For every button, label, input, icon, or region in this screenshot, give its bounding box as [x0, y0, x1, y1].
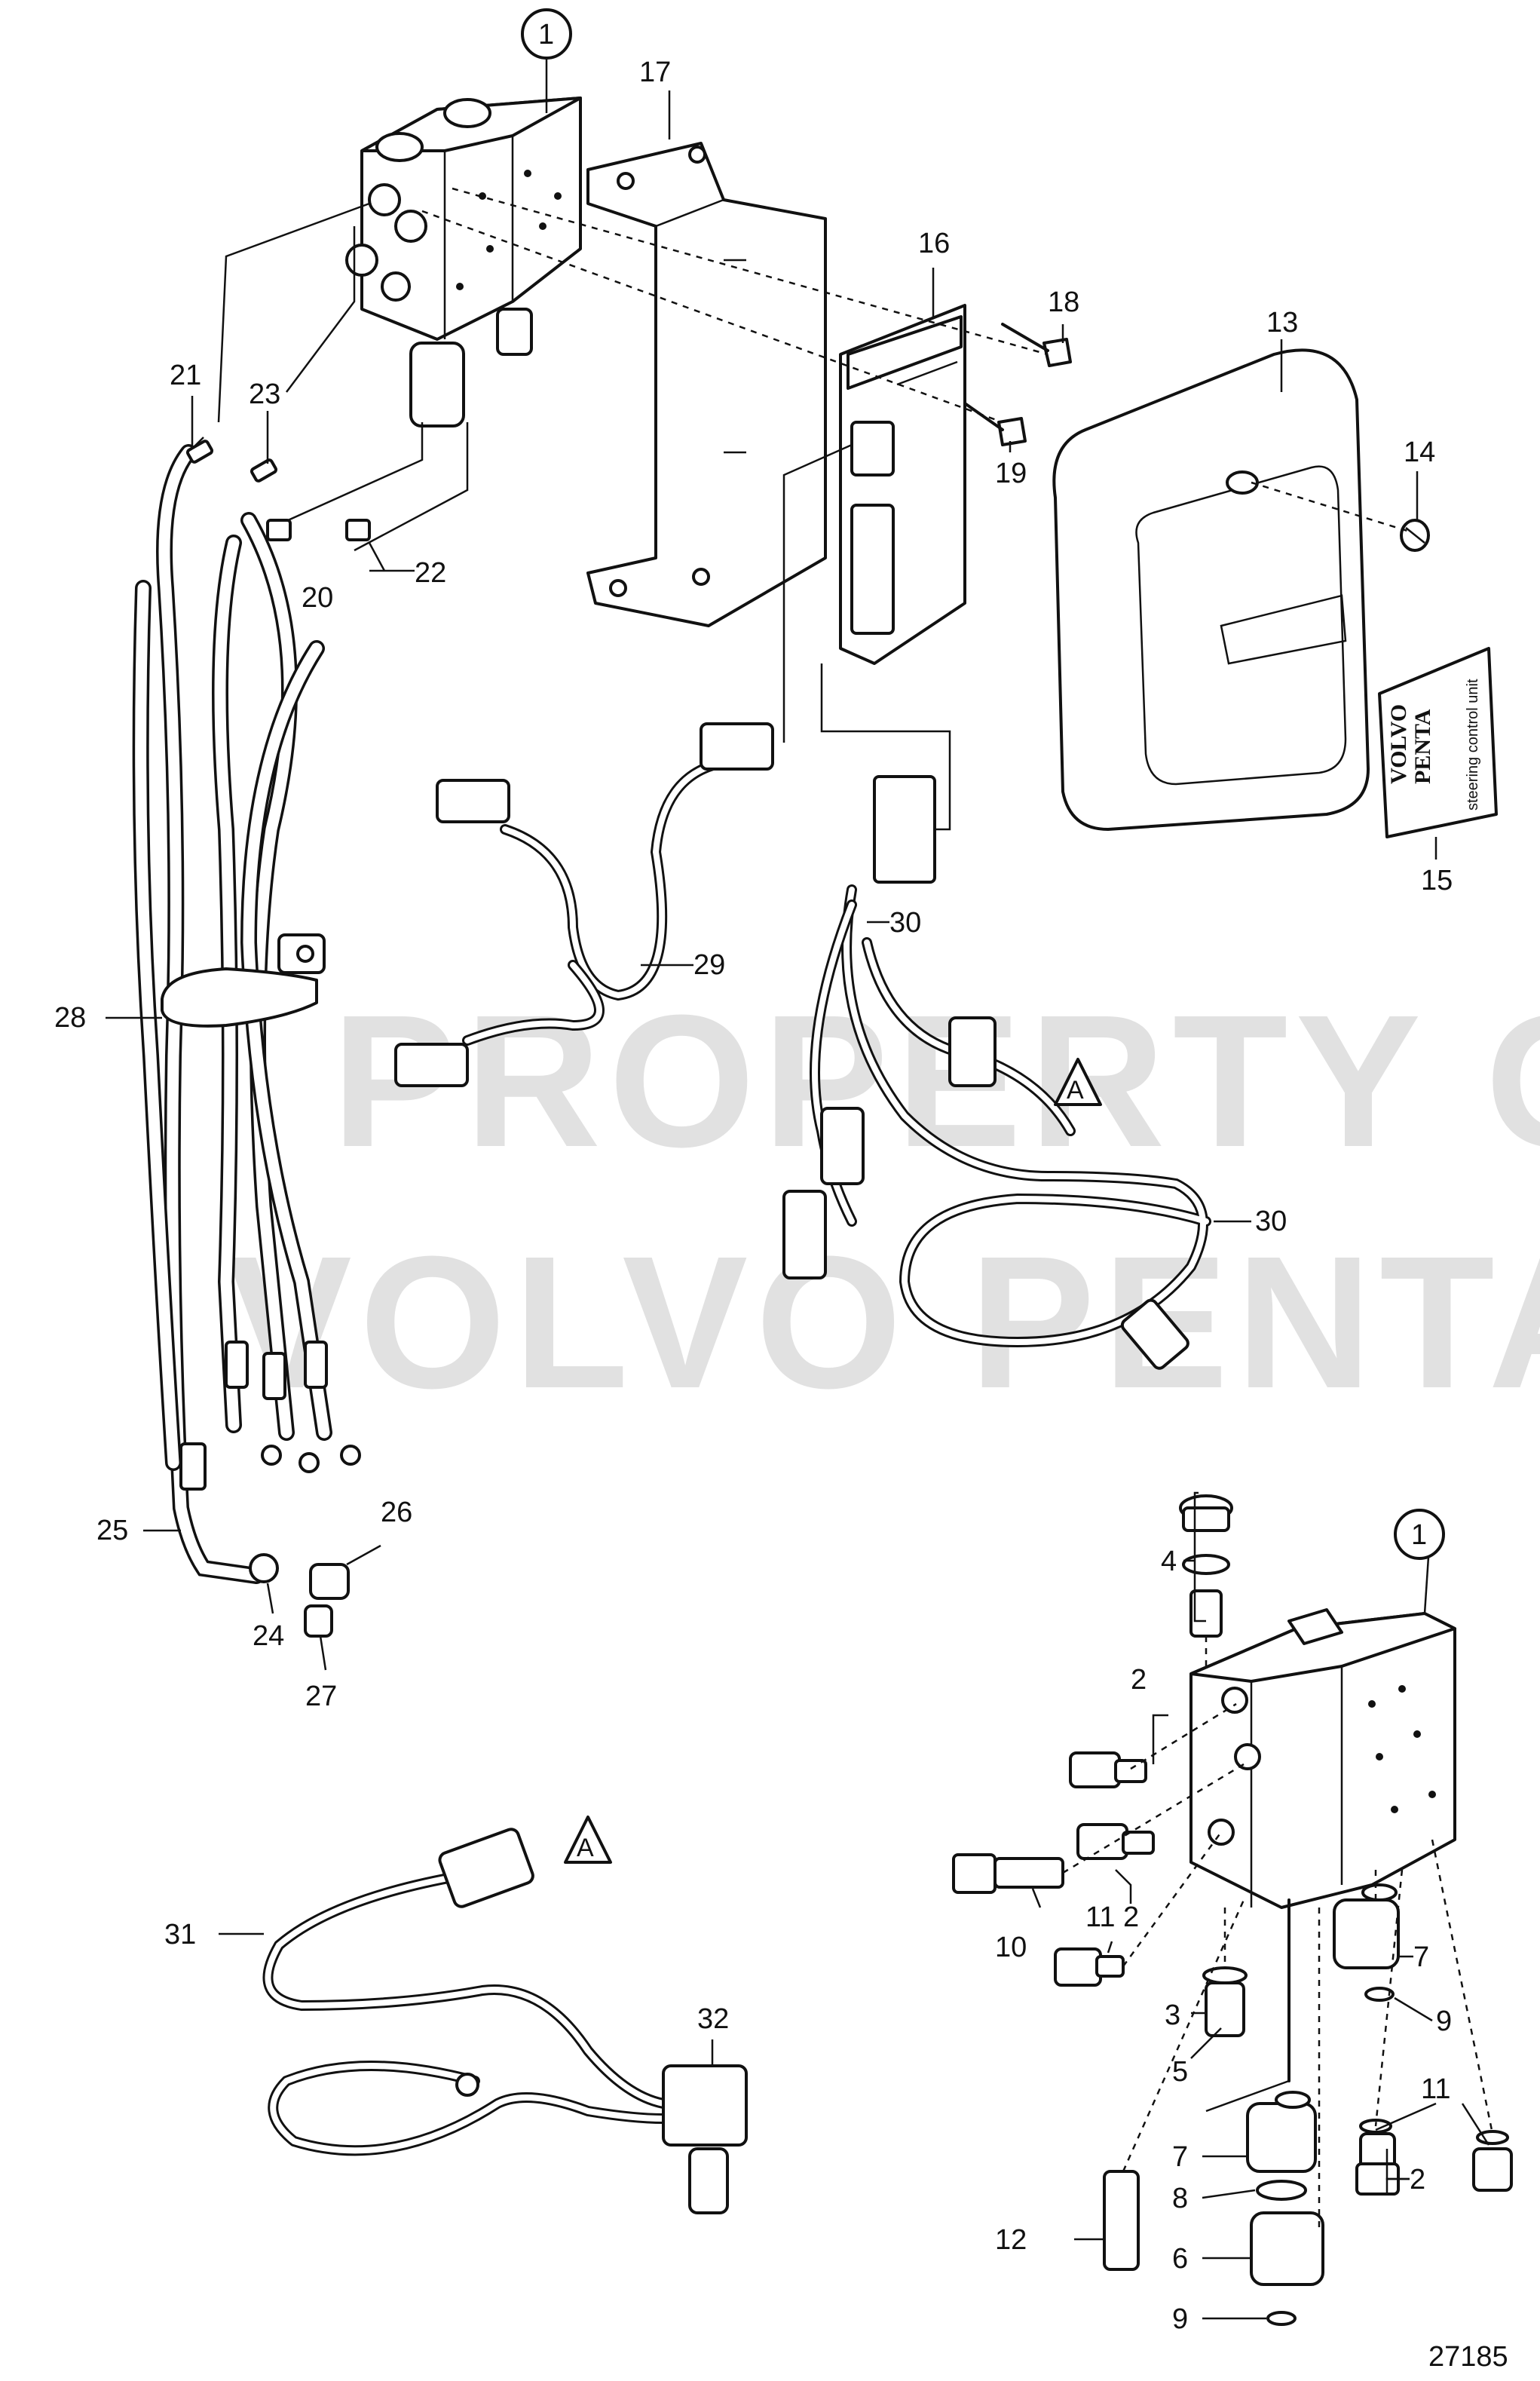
watermark-line-2: VOLVO PENTA [226, 1217, 1540, 1427]
cable-31-relay-32 [262, 1828, 748, 2214]
label-9b: 9 [1172, 2303, 1188, 2335]
reference-a-lower: A [564, 1816, 612, 1864]
label-18: 18 [1048, 287, 1079, 318]
plug [1400, 519, 1430, 552]
valve-block-lower [952, 1494, 1513, 2326]
cable-harness-30 [782, 663, 1211, 1370]
label-8: 8 [1172, 2183, 1188, 2214]
sleeves-26-27 [304, 1563, 350, 1638]
sticker-caption: steering control unit [1465, 679, 1481, 811]
label-27: 27 [305, 1681, 337, 1712]
reference-a-upper-label: A [1067, 1076, 1084, 1105]
item-1-label-lower: 1 [1411, 1519, 1427, 1551]
label-19: 19 [995, 458, 1027, 489]
label-21: 21 [170, 360, 201, 391]
label-2c: 2 [1410, 2164, 1425, 2196]
label-2b: 2 [1123, 1901, 1139, 1933]
label-26: 26 [381, 1497, 412, 1528]
label-28: 28 [54, 1002, 86, 1034]
label-23: 23 [249, 378, 280, 410]
cable-harness-29 [394, 443, 853, 1087]
watermark: PROPERTY OF VOLVO PENTA [226, 976, 1540, 1427]
hydraulic-hose-bundle [132, 202, 469, 1584]
item-1-label-upper: 1 [538, 19, 554, 51]
item-1-marker-lower: 1 [1394, 1509, 1445, 1560]
label-30a: 30 [889, 907, 921, 939]
label-10: 10 [995, 1932, 1027, 1963]
mounting-bracket [586, 142, 827, 627]
part-labels: 17 16 18 19 13 14 15 21 23 20 22 28 29 3… [54, 57, 1453, 2335]
valve-block-upper [345, 97, 582, 427]
figure-number: 27185 [1428, 2341, 1508, 2373]
label-12: 12 [995, 2224, 1027, 2256]
label-30b: 30 [1255, 1206, 1287, 1237]
cover [1052, 348, 1370, 831]
label-32: 32 [697, 2003, 729, 2035]
label-4: 4 [1161, 1546, 1177, 1577]
label-24: 24 [253, 1620, 284, 1652]
label-16: 16 [918, 228, 950, 259]
label-22: 22 [415, 557, 446, 589]
label-sticker: VOLVO PENTA steering control unit [1378, 647, 1498, 838]
label-2a: 2 [1131, 1664, 1147, 1696]
label-25: 25 [96, 1515, 128, 1546]
label-3: 3 [1165, 1999, 1180, 2031]
label-11a: 11 [1085, 1901, 1115, 1933]
control-unit [839, 304, 966, 665]
label-5: 5 [1172, 2056, 1188, 2088]
label-31: 31 [164, 1919, 196, 1950]
sticker-brand-line-1: VOLVO [1386, 704, 1411, 784]
reference-a-upper: A [1054, 1058, 1102, 1106]
label-9a: 9 [1436, 2006, 1452, 2037]
reference-a-lower-label: A [577, 1834, 594, 1862]
label-6: 6 [1172, 2243, 1188, 2275]
label-17: 17 [639, 57, 671, 88]
leader-lines [106, 57, 1490, 2320]
sticker-brand-line-2: PENTA [1410, 709, 1435, 784]
watermark-line-1: PROPERTY OF [332, 976, 1540, 1186]
label-20: 20 [302, 582, 333, 614]
label-7a: 7 [1413, 1941, 1429, 1973]
label-15: 15 [1421, 865, 1453, 896]
label-29: 29 [693, 949, 725, 981]
label-14: 14 [1404, 437, 1435, 468]
screws-18-19 [421, 187, 1410, 533]
clamp [161, 933, 326, 1028]
item-1-marker-upper: 1 [521, 8, 572, 60]
label-13: 13 [1266, 307, 1298, 339]
label-7b: 7 [1172, 2141, 1188, 2173]
label-11b: 11 [1421, 2073, 1450, 2105]
